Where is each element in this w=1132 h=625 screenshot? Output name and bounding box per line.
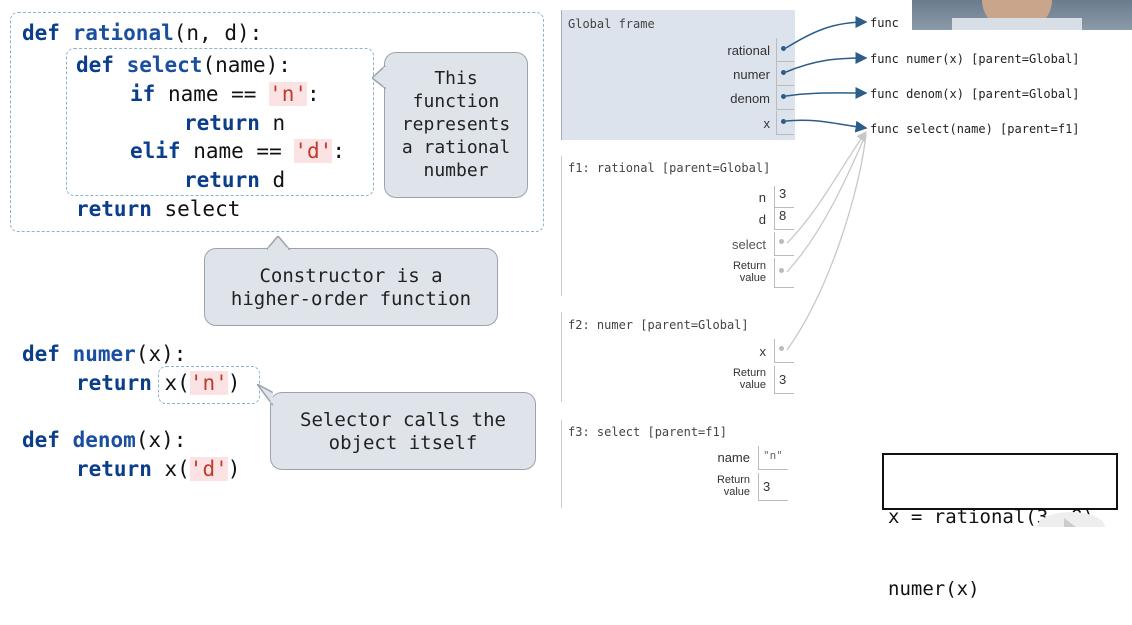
global-frame (561, 10, 795, 140)
global-val-denom (776, 86, 794, 110)
code-line-1: def rational(n, d): (22, 21, 263, 45)
code-line-7: return select (76, 197, 241, 221)
represents-bubble: This function represents a rational numb… (384, 52, 528, 198)
global-val-x (776, 111, 794, 135)
constructor-bubble-pointer (267, 236, 291, 250)
f1-var-select: select (732, 237, 766, 252)
play-icon[interactable] (1036, 508, 1106, 527)
presenter-shirt (952, 18, 1082, 30)
terminal-line-2: numer(x) (888, 578, 980, 600)
global-val-rational (776, 38, 794, 62)
f1-val-n: 3 (774, 186, 794, 208)
global-var-numer: numer (733, 67, 770, 82)
pointer-dot (781, 94, 786, 99)
f3-val-return: 3 (758, 473, 788, 501)
pointer-dot (779, 268, 784, 273)
f3-var-name: name (717, 450, 750, 465)
f3-frame (561, 420, 562, 508)
global-frame-title: Global frame (568, 17, 655, 31)
code-line-9: return x('n') (76, 371, 241, 395)
code-line-5: elif name == 'd': (130, 139, 345, 163)
func-denom: func denom(x) [parent=Global] (870, 87, 1080, 101)
code-line-8: def numer(x): (22, 342, 187, 366)
constructor-bubble: Constructor is a higher-order function (204, 248, 498, 326)
select-function-box (66, 48, 374, 196)
code-line-6: return d (184, 168, 286, 192)
f1-var-n: n (758, 190, 766, 205)
global-var-x: x (763, 116, 771, 131)
f3-val-name: "n" (758, 446, 788, 470)
code-line-4: return n (184, 111, 286, 135)
pointer-dot (781, 119, 786, 124)
webcam-overlay (912, 0, 1132, 30)
selector-bubble: Selector calls the object itself (270, 392, 536, 470)
python-terminal[interactable]: x = rational(3, 8) numer(x) (882, 453, 1118, 600)
f1-frame (561, 156, 562, 296)
f1-val-return (774, 258, 794, 288)
code-line-10: def denom(x): (22, 428, 187, 452)
global-val-numer (776, 62, 794, 86)
code-line-11: return x('d') (76, 457, 241, 481)
f1-var-d: d (758, 212, 766, 227)
code-line-3: if name == 'n': (130, 82, 320, 106)
pointer-dot (779, 239, 784, 244)
pointer-dot (779, 346, 784, 351)
code-line-2: def select(name): (76, 53, 291, 77)
f2-val-x (774, 339, 794, 363)
pointer-dot (781, 70, 786, 75)
func-rational: func (870, 16, 899, 30)
f1-frame-title: f1: rational [parent=Global] (568, 161, 771, 175)
global-var-rational: rational (727, 43, 770, 58)
f2-val-return: 3 (774, 366, 794, 394)
f2-var-x: x (759, 344, 767, 359)
global-var-denom: denom (730, 91, 770, 106)
selector-bubble-pointer (257, 384, 273, 407)
f1-val-d: 8 (774, 208, 794, 230)
f1-val-select (774, 232, 794, 256)
represents-bubble-pointer (372, 66, 386, 90)
f2-frame (561, 312, 562, 402)
pointer-dot (781, 46, 786, 51)
f3-frame-title: f3: select [parent=f1] (568, 425, 727, 439)
pointer-arrows (785, 16, 868, 351)
f2-frame-title: f2: numer [parent=Global] (568, 318, 749, 332)
func-numer: func numer(x) [parent=Global] (870, 52, 1080, 66)
func-select: func select(name) [parent=f1] (870, 122, 1080, 136)
rational-function-box (10, 12, 544, 232)
